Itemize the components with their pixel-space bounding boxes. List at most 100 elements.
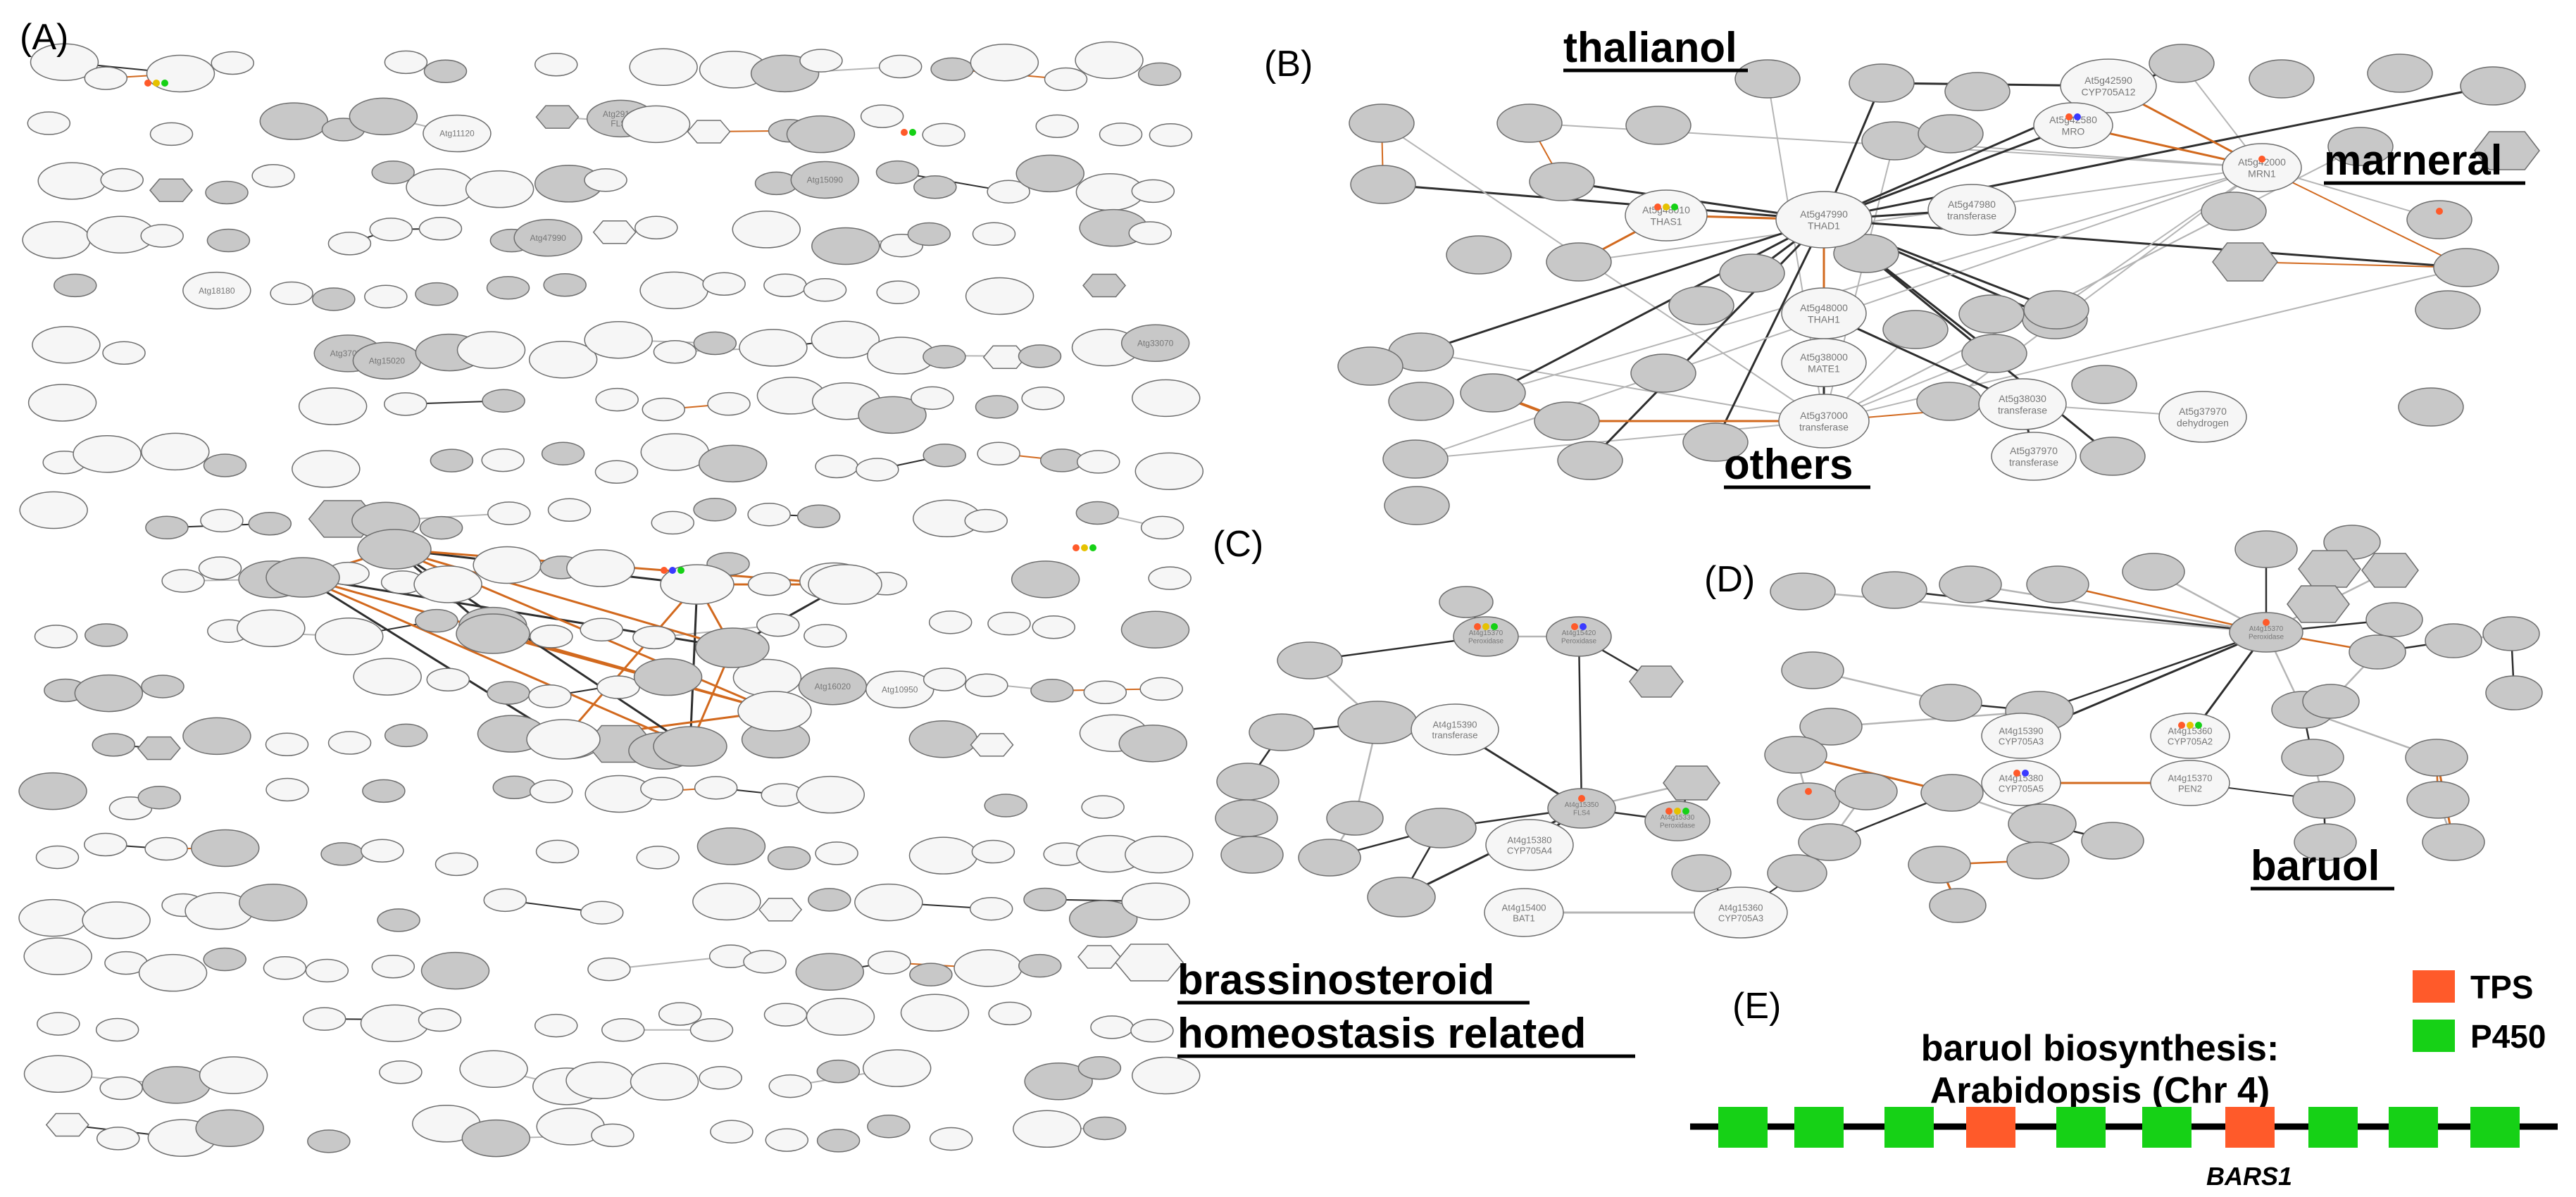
node-shape	[85, 623, 128, 647]
node-shape	[2122, 553, 2185, 591]
network-node	[808, 888, 851, 912]
node-shape	[1032, 615, 1076, 639]
network-node	[1120, 610, 1190, 648]
node-label: At4g15370	[2249, 625, 2284, 633]
network-node	[30, 43, 99, 81]
network-node	[2405, 739, 2468, 777]
node-shape	[634, 215, 678, 240]
node-label: Atg47990	[530, 233, 566, 243]
network-node	[371, 161, 415, 184]
node-shape	[1978, 378, 2067, 430]
node-shape	[305, 958, 349, 983]
node-shape	[270, 281, 313, 306]
network-node	[1021, 387, 1065, 411]
node-shape	[640, 433, 710, 471]
node-shape	[27, 384, 97, 422]
node-shape	[528, 340, 598, 379]
node-shape	[361, 839, 404, 863]
node-label: transferase	[2009, 456, 2058, 468]
network-node	[1015, 154, 1084, 193]
node-shape	[868, 951, 911, 974]
tps-gene-box	[2225, 1107, 2275, 1148]
node-shape	[689, 1017, 734, 1042]
network-node	[1719, 253, 1785, 293]
node-shape	[1039, 449, 1084, 472]
node-shape	[1024, 1062, 1093, 1101]
node-shape	[2485, 675, 2543, 710]
network-node	[423, 59, 468, 84]
node-marker-dot	[1482, 623, 1489, 630]
bars1-gene-label: BARS1	[2206, 1162, 2292, 1191]
node-shape	[2080, 437, 2146, 476]
network-node	[763, 1003, 808, 1027]
node-shape	[95, 1017, 139, 1042]
node-label: Atg15020	[369, 356, 406, 365]
node-marker-dot	[161, 80, 168, 87]
network-node	[85, 623, 128, 647]
network-node	[1130, 1018, 1174, 1043]
network-node	[320, 842, 364, 866]
node-shape	[969, 896, 1013, 921]
orange-edge	[2057, 583, 2267, 634]
network-node	[1861, 571, 1927, 609]
node-shape	[710, 1120, 754, 1143]
node-shape	[357, 529, 432, 570]
node-marker-dot	[2074, 113, 2081, 120]
node-shape	[1908, 846, 1971, 884]
network-node	[203, 947, 246, 972]
network-node	[483, 888, 527, 913]
network-node	[384, 392, 427, 416]
node-shape	[18, 898, 87, 937]
node-shape	[362, 779, 406, 803]
node-shape	[1719, 253, 1785, 293]
network-node	[369, 218, 413, 242]
node-shape	[878, 54, 923, 79]
network-node	[161, 569, 205, 593]
node-label: Peroxidase	[2249, 634, 2284, 641]
network-node	[969, 896, 1013, 921]
node-shape	[658, 1002, 702, 1026]
network-node	[95, 1017, 139, 1042]
node-shape	[795, 953, 865, 991]
node-shape	[739, 329, 808, 367]
node-shape	[149, 122, 194, 146]
network-node	[434, 852, 479, 877]
network-node	[1798, 823, 1861, 861]
node-shape	[353, 658, 422, 696]
node-shape	[2406, 200, 2472, 239]
node-shape	[1018, 344, 1062, 368]
network-node	[206, 228, 251, 253]
node-shape	[2294, 823, 2357, 861]
node-label: At4g15420	[1562, 629, 1596, 637]
node-shape	[1781, 338, 1867, 387]
network-node	[418, 1008, 462, 1032]
network-node	[199, 1056, 268, 1094]
network-node	[1367, 877, 1436, 917]
node-shape	[633, 658, 703, 696]
node-shape	[1534, 401, 1600, 441]
network-node	[1139, 677, 1183, 701]
node-shape	[699, 1066, 742, 1090]
node-shape	[1918, 114, 1984, 153]
node-shape	[145, 515, 189, 540]
node-shape	[2249, 59, 2315, 99]
network-edge	[1420, 351, 1825, 422]
network-node	[360, 1004, 430, 1042]
node-shape	[2033, 102, 2113, 149]
node-shape	[1023, 887, 1067, 912]
network-node	[1834, 772, 1898, 810]
network-node	[584, 168, 627, 192]
network-node	[1011, 560, 1080, 598]
network-node	[248, 512, 292, 536]
node-shape	[54, 273, 97, 298]
marneral-label: marneral	[2324, 137, 2502, 184]
network-node	[1944, 72, 2011, 111]
node-shape	[929, 1127, 973, 1151]
node-shape	[856, 458, 899, 482]
network-node	[1767, 854, 1827, 892]
network-node	[2080, 437, 2146, 476]
